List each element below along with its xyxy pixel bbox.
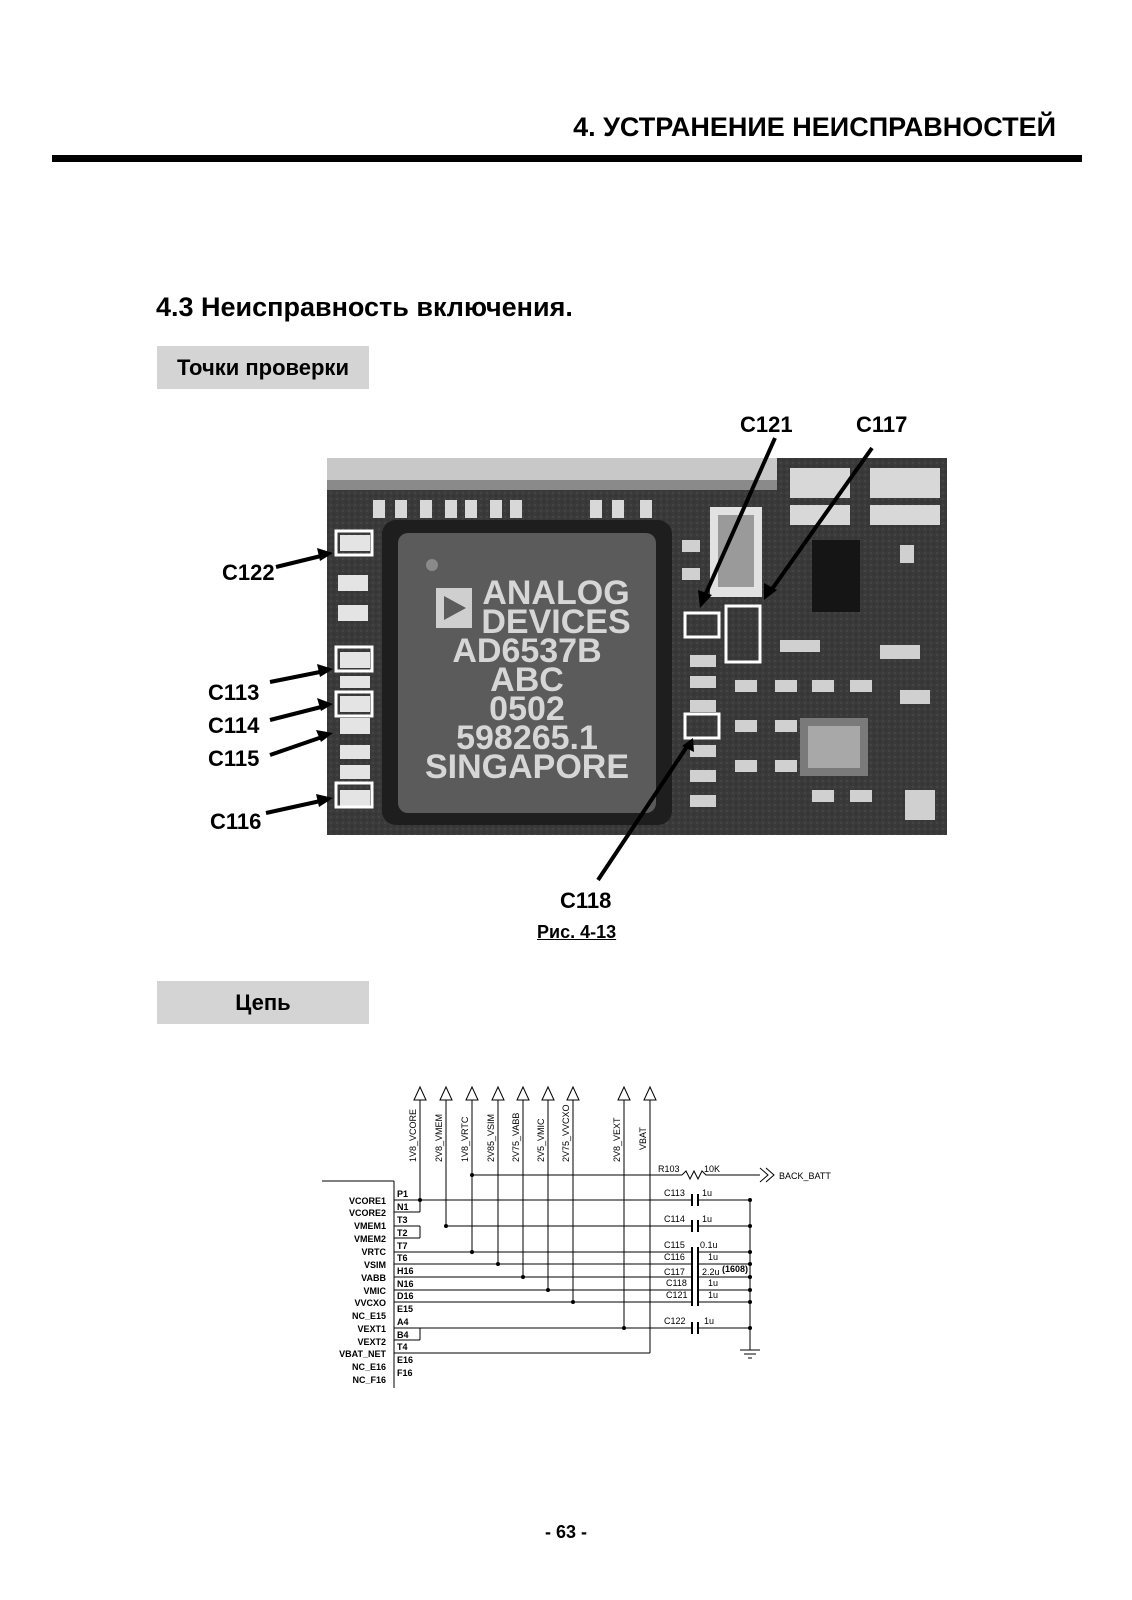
pin-number-6: H16 — [397, 1266, 414, 1276]
cap-note-4: (1608) — [722, 1264, 748, 1274]
cap-value-0: 1u — [702, 1188, 712, 1198]
cap-ref-5: C118 — [666, 1278, 687, 1288]
rail-label-8: VBAT — [638, 1127, 648, 1150]
test-points-box: Точки проверки — [157, 346, 369, 389]
cap-value-7: 1u — [704, 1316, 714, 1326]
left-components — [338, 535, 370, 806]
chip-text-1: DEVICES — [481, 603, 630, 641]
callout-c117: C117 — [856, 412, 908, 437]
cap-plates — [691, 1194, 699, 1334]
figure-caption: Рис. 4-13 — [537, 922, 617, 942]
chip: ANALOG DEVICES AD6537B ABC 0502 598265.1… — [382, 520, 672, 825]
callout-c114: C114 — [208, 713, 260, 738]
resistor-net: BACK_BATT — [779, 1171, 831, 1181]
pin-name-7: VMIC — [364, 1286, 387, 1296]
pin-name-9: NC_E15 — [352, 1311, 386, 1321]
top-pads — [373, 468, 940, 525]
test-points-label: Точки проверки — [177, 354, 349, 380]
pin-number-14: F16 — [397, 1368, 413, 1378]
callout-c122: C122 — [222, 560, 275, 585]
pin-name-10: VEXT1 — [357, 1324, 386, 1334]
pin-name-12: VBAT_NET — [339, 1349, 386, 1359]
right-components — [682, 507, 935, 820]
cap-ref-7: C122 — [664, 1316, 686, 1326]
pin-number-1: N1 — [397, 1202, 409, 1212]
pin-name-1: VCORE2 — [349, 1208, 386, 1218]
circuit-box: Цепь — [157, 981, 369, 1024]
cap-value-2: 0.1u — [700, 1240, 718, 1250]
junction-dots — [418, 1173, 752, 1330]
cap-value-3: 1u — [708, 1252, 718, 1262]
chip-text-0: ANALOG — [482, 574, 629, 612]
rail-arrows — [413, 1085, 657, 1101]
cap-ref-1: C114 — [664, 1214, 685, 1224]
callout-c113: C113 — [208, 680, 260, 705]
pin-number-2: T3 — [397, 1215, 408, 1225]
chip-text-6: SINGAPORE — [425, 748, 629, 786]
pin-number-4: T7 — [397, 1241, 408, 1251]
cap-value-1: 1u — [702, 1214, 712, 1224]
callout-c118: C118 — [560, 888, 612, 913]
pin-name-14: NC_F16 — [352, 1375, 386, 1385]
pin-number-10: A4 — [397, 1317, 409, 1327]
pin-name-0: VCORE1 — [349, 1196, 386, 1206]
pin-number-0: P1 — [397, 1189, 408, 1199]
cap-ref-4: C117 — [664, 1267, 685, 1277]
chip-text-5: 598265.1 — [456, 719, 598, 757]
rail-label-4: 2V75_VABB — [511, 1113, 521, 1162]
pin-name-2: VMEM1 — [354, 1221, 386, 1231]
pin-name-5: VSIM — [364, 1260, 386, 1270]
chip-text-4: 0502 — [489, 690, 565, 728]
board-photo: ANALOG DEVICES AD6537B ABC 0502 598265.1… — [265, 437, 947, 882]
section-title: 4.3 Неисправность включения. — [156, 292, 573, 322]
pin-name-13: NC_E16 — [352, 1362, 386, 1372]
rail-label-1: 2V8_VMEM — [434, 1114, 444, 1162]
page-number: - 63 - — [544, 1522, 587, 1542]
rail-label-5: 2V5_VMIC — [536, 1118, 546, 1162]
chip-text-2: AD6537B — [452, 632, 601, 670]
cap-ref-0: C113 — [664, 1188, 685, 1198]
pin-name-3: VMEM2 — [354, 1234, 386, 1244]
rail-label-3: 2V85_VSIM — [486, 1114, 496, 1162]
chip-text-3: ABC — [490, 661, 564, 699]
callout-c116: C116 — [210, 809, 262, 834]
pin-number-13: E16 — [397, 1355, 413, 1365]
resistor-value: 10K — [704, 1164, 720, 1174]
cap-ref-6: C121 — [666, 1290, 688, 1300]
chapter-title: 4. УСТРАНЕНИЕ НЕИСПРАВНОСТЕЙ — [573, 112, 1056, 142]
pin-number-5: T6 — [397, 1253, 408, 1263]
pin-number-9: E15 — [397, 1304, 413, 1314]
rail-label-7: 2V8_VEXT — [612, 1117, 622, 1162]
rail-label-0: 1V8_VCORE — [408, 1109, 418, 1162]
rail-label-6: 2V75_VVCXO — [561, 1104, 571, 1162]
callout-c121: C121 — [740, 412, 793, 437]
callout-c115: C115 — [208, 746, 260, 771]
pin-name-4: VRTC — [362, 1247, 387, 1257]
pin-name-11: VEXT2 — [357, 1337, 386, 1347]
pin-number-8: D16 — [397, 1291, 414, 1301]
highlight-boxes — [334, 529, 762, 809]
pin-name-8: VVCXO — [354, 1298, 386, 1308]
pin-number-12: T4 — [397, 1342, 408, 1352]
header-rule — [52, 155, 1082, 162]
pin-number-3: T2 — [397, 1228, 408, 1238]
callout-arrows — [265, 437, 874, 882]
rail-label-2: 1V8_VRTC — [460, 1116, 470, 1162]
pin-number-7: N16 — [397, 1279, 414, 1289]
cap-value-6: 1u — [708, 1290, 718, 1300]
cap-value-4: 2.2u — [702, 1267, 720, 1277]
cap-ref-3: C116 — [664, 1252, 685, 1262]
pin-name-6: VABB — [361, 1273, 386, 1283]
circuit-label: Цепь — [235, 989, 291, 1015]
arrow-heads — [316, 548, 777, 807]
cap-ref-2: C115 — [664, 1240, 685, 1250]
cap-value-5: 1u — [708, 1278, 718, 1288]
pin-number-11: B4 — [397, 1330, 409, 1340]
resistor-ref: R103 — [658, 1164, 680, 1174]
